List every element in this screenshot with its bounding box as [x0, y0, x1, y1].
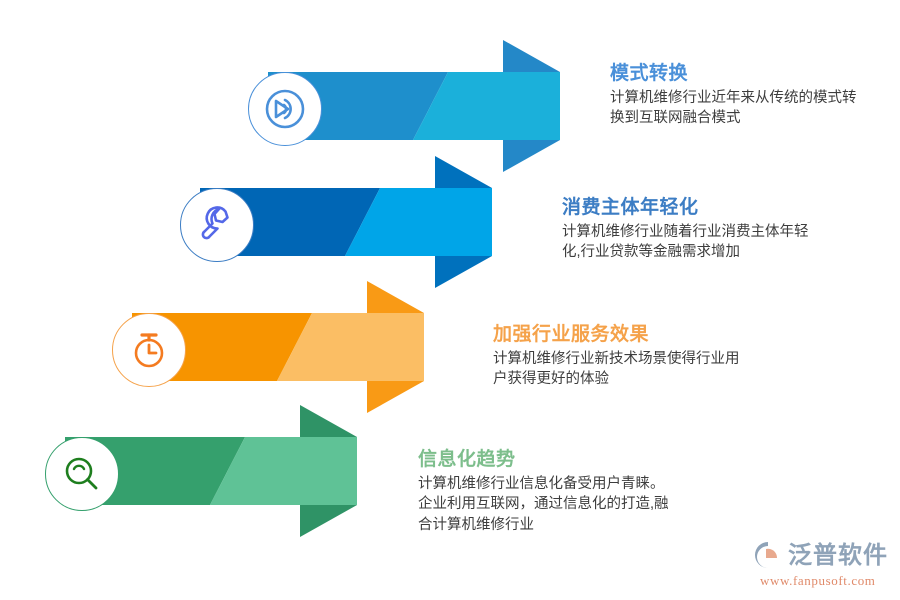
text-block-2: 消费主体年轻化 计算机维修行业随着行业消费主体年轻 化,行业贷款等金融需求增加 [562, 196, 852, 263]
wrench-icon [201, 206, 229, 240]
logo-row: 泛普软件 [752, 540, 894, 570]
text-block-3: 加强行业服务效果 计算机维修行业新技术场景使得行业用 户获得更好的体验 [493, 323, 783, 390]
text-block-1: 模式转换 计算机维修行业近年来从传统的模式转 换到互联网融合模式 [610, 62, 900, 129]
section-title-4: 信息化趋势 [418, 449, 516, 470]
infographic-row-3 [112, 273, 452, 423]
fanpu-logo-mark [755, 542, 778, 568]
icon-badge-2 [180, 188, 254, 262]
section-title-3: 加强行业服务效果 [493, 324, 650, 345]
magnifier-icon [65, 457, 98, 490]
convert-icon [265, 89, 305, 129]
section-body-4: 计算机维修行业信息化备受用户青睐。 企业利用互联网，通过信息化的打造,融 合计算… [418, 475, 669, 533]
infographic-row-1 [248, 32, 588, 182]
stopwatch-icon [134, 333, 164, 368]
icon-badge-1 [248, 72, 322, 146]
infographic-row-4 [45, 397, 385, 547]
section-body-1: 计算机维修行业近年来从传统的模式转 换到互联网融合模式 [610, 89, 857, 127]
logo-url: www.fanpusoft.com [760, 573, 876, 588]
text-block-4: 信息化趋势 计算机维修行业信息化备受用户青睐。 企业利用互联网，通过信息化的打造… [418, 448, 708, 535]
icon-badge-3 [112, 313, 186, 387]
infographic-row-2 [180, 148, 520, 298]
logo-wordmark: 泛普软件 [788, 541, 888, 569]
section-body-2: 计算机维修行业随着行业消费主体年轻 化,行业贷款等金融需求增加 [562, 223, 809, 261]
icon-badge-4 [45, 437, 119, 511]
section-body-3: 计算机维修行业新技术场景使得行业用 户获得更好的体验 [493, 350, 740, 388]
section-title-2: 消费主体年轻化 [562, 197, 699, 218]
brand-logo: 泛普软件 www.fanpusoft.com [752, 540, 894, 590]
section-title-1: 模式转换 [610, 63, 689, 84]
